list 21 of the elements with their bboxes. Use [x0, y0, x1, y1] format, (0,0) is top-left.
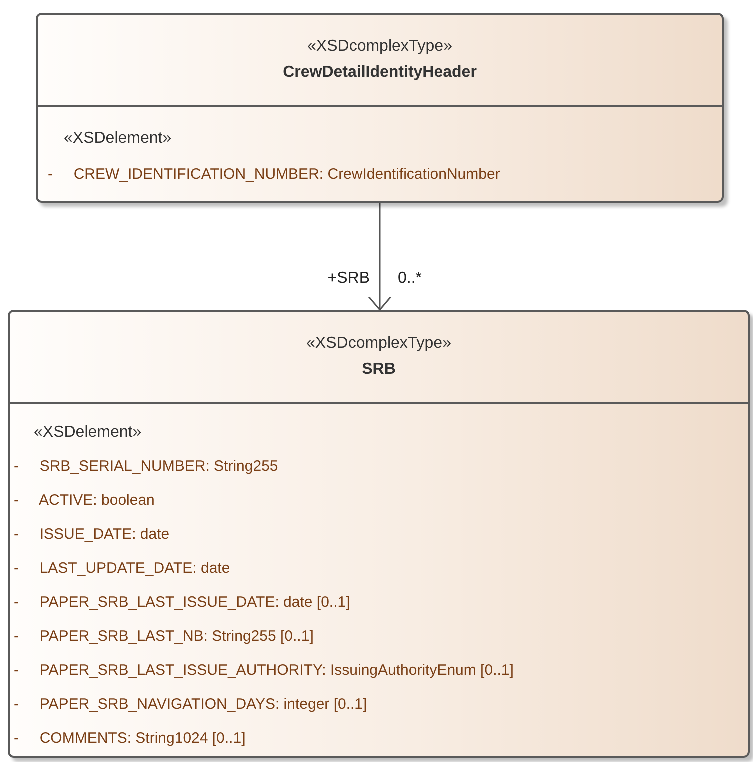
attribute: - SRB_SERIAL_NUMBER: String255: [14, 457, 280, 477]
attribute: - PAPER_SRB_LAST_ISSUE_AUTHORITY: IssuingAuthorityEnum [0..1]: [14, 661, 515, 681]
arrow: [368, 203, 392, 311]
multiplicity-label: 0..*: [398, 270, 422, 288]
attribute: - PAPER_SRB_LAST_ISSUE_DATE: date [0..1]: [14, 593, 352, 613]
attribute: - COMMENTS: String1024 [0..1]: [14, 729, 247, 749]
class-name: CrewDetailIdentityHeader: [283, 64, 477, 82]
attribute: - ISSUE_DATE: date: [14, 525, 171, 545]
attribute: - PAPER_SRB_NAVIGATION_DAYS: integer [0..1]: [14, 695, 368, 715]
attribute: - CREW_IDENTIFICATION_NUMBER: CrewIdentificationNumber: [48, 165, 502, 185]
stereotype: «XSDcomplexType»: [306, 335, 452, 353]
multiplicity-label: +SRB: [328, 270, 370, 288]
stereotype: «XSDelement»: [34, 423, 143, 443]
class-box: [8, 310, 750, 758]
stereotype: «XSDelement»: [64, 129, 173, 149]
stereotype: «XSDcomplexType»: [308, 38, 452, 56]
attribute: - PAPER_SRB_LAST_NB: String255 [0..1]: [14, 627, 315, 647]
class-box: [36, 13, 724, 203]
class-name: SRB: [362, 361, 396, 379]
attribute: - LAST_UPDATE_DATE: date: [14, 559, 232, 579]
attribute: - ACTIVE: boolean: [14, 491, 156, 511]
